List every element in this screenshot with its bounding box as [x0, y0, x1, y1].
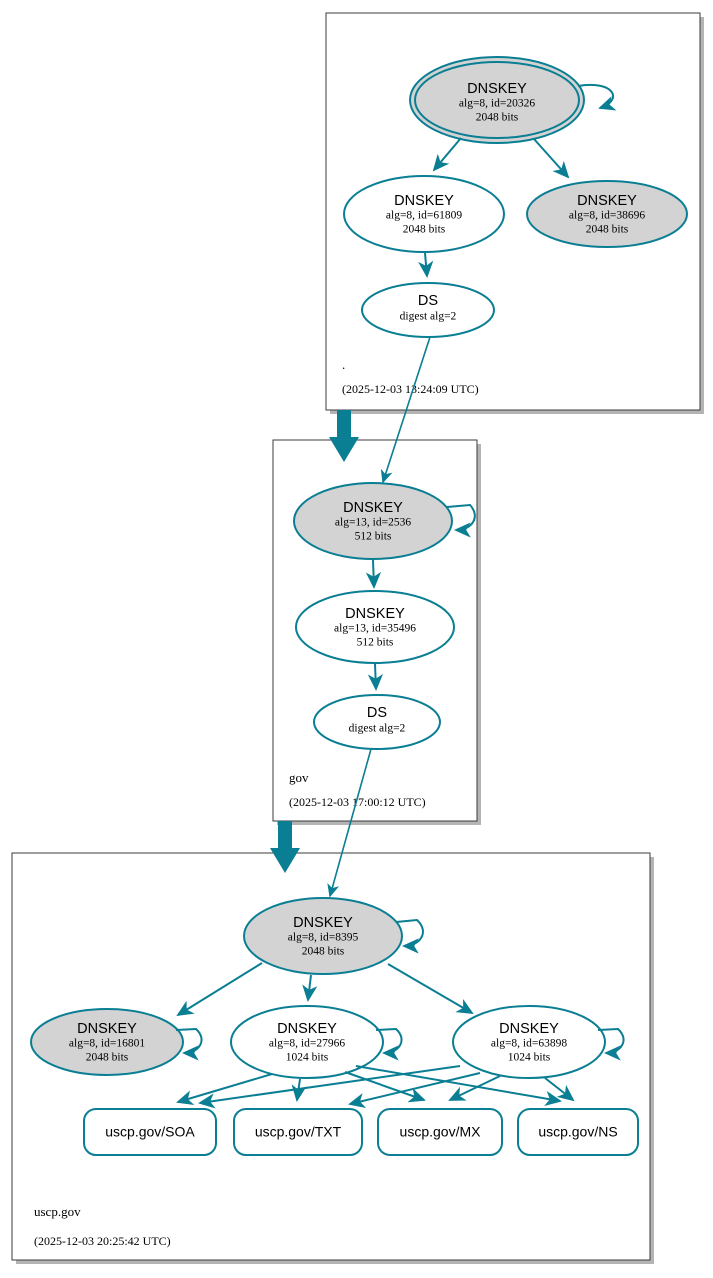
- edge-63898-to-ns: [544, 1077, 575, 1102]
- node-root-zsk[interactable]: DNSKEY alg=8, id=61809 2048 bits: [343, 175, 505, 253]
- ds-link-root-to-gov: [380, 336, 431, 484]
- node-line2: alg=8, id=8395: [288, 932, 359, 944]
- node-line2: alg=8, id=63898: [491, 1038, 567, 1050]
- node-title: DNSKEY: [277, 1021, 337, 1037]
- self-sign-loop-key-16801: [175, 1027, 203, 1061]
- node-line3: 2048 bits: [476, 112, 519, 124]
- zone-gov-timestamp: (2025-12-03 17:00:12 UTC): [289, 795, 426, 809]
- zone-root-label: .: [342, 357, 345, 372]
- node-line2: alg=8, id=20326: [459, 98, 535, 110]
- node-line3: 2048 bits: [403, 224, 446, 236]
- edge-ksk-to-16801: [176, 962, 263, 1017]
- edge-63898-to-soa: [198, 1065, 461, 1109]
- self-sign-loop-key-63898: [597, 1027, 625, 1061]
- node-root-ds[interactable]: DS digest alg=2: [361, 282, 495, 338]
- node-line2: digest alg=2: [349, 723, 406, 735]
- edge-27966-to-soa: [176, 1073, 273, 1106]
- record-mx[interactable]: uscp.gov/MX: [377, 1108, 503, 1156]
- edge-root-ksk-to-zsk: [432, 137, 462, 172]
- record-label: uscp.gov/TXT: [255, 1124, 342, 1140]
- zone-gov-label: gov: [289, 770, 309, 785]
- record-label: uscp.gov/MX: [400, 1124, 482, 1140]
- edge-root-zsk-to-ds: [418, 252, 434, 278]
- node-line2: alg=8, id=27966: [269, 1038, 345, 1050]
- node-root-alt-key[interactable]: DNSKEY alg=8, id=38696 2048 bits: [526, 180, 688, 248]
- record-label: uscp.gov/NS: [538, 1124, 617, 1140]
- node-title: DNSKEY: [293, 915, 353, 931]
- edge-27966-to-ns: [355, 1065, 562, 1106]
- ds-link-gov-to-uscpgov: [327, 748, 372, 898]
- record-ns[interactable]: uscp.gov/NS: [517, 1108, 639, 1156]
- edge-63898-to-mx: [448, 1075, 501, 1101]
- node-title: DNSKEY: [499, 1021, 559, 1037]
- node-line3: 2048 bits: [302, 946, 345, 958]
- node-uscp-key-63898[interactable]: DNSKEY alg=8, id=63898 1024 bits: [452, 1005, 606, 1079]
- node-root-ksk[interactable]: DNSKEY alg=8, id=20326 2048 bits: [409, 56, 585, 144]
- edge-gov-zsk-to-ds: [367, 663, 384, 691]
- zone-uscpgov-timestamp: (2025-12-03 20:25:42 UTC): [34, 1234, 171, 1248]
- zone-root-timestamp: (2025-12-03 13:24:09 UTC): [342, 382, 479, 396]
- node-title: DNSKEY: [467, 81, 527, 97]
- zone-gov: DNSKEY alg=13, id=2536 512 bits DNSKEY a…: [272, 439, 481, 825]
- node-uscp-ksk[interactable]: DNSKEY alg=8, id=8395 2048 bits: [243, 897, 403, 975]
- delegation-arrow-gov-to-uscpgov: [270, 821, 300, 873]
- zone-uscpgov-label: uscp.gov: [34, 1204, 81, 1219]
- node-line3: 512 bits: [355, 531, 392, 543]
- node-title: DNSKEY: [343, 500, 403, 516]
- edge-root-ksk-to-alt: [533, 138, 570, 179]
- self-sign-loop-uscp-ksk: [395, 918, 424, 954]
- node-gov-zsk[interactable]: DNSKEY alg=13, id=35496 512 bits: [295, 590, 455, 664]
- self-sign-loop-key-27966: [375, 1027, 403, 1061]
- record-txt[interactable]: uscp.gov/TXT: [233, 1108, 363, 1156]
- zone-root: DNSKEY alg=8, id=20326 2048 bits DNSKEY …: [325, 12, 704, 414]
- node-title: DNSKEY: [77, 1021, 137, 1037]
- delegation-arrow-root-to-gov: [329, 410, 359, 462]
- node-line3: 1024 bits: [508, 1052, 551, 1064]
- node-uscp-key-27966[interactable]: DNSKEY alg=8, id=27966 1024 bits: [230, 1005, 384, 1079]
- node-title: DNSKEY: [394, 193, 454, 209]
- self-sign-loop-root-ksk: [577, 83, 617, 111]
- node-line2: alg=13, id=2536: [335, 517, 411, 529]
- node-line3: 2048 bits: [586, 224, 629, 236]
- self-sign-loop-gov-ksk: [446, 503, 476, 538]
- node-uscp-key-16801[interactable]: DNSKEY alg=8, id=16801 2048 bits: [30, 1008, 184, 1076]
- node-gov-ksk[interactable]: DNSKEY alg=13, id=2536 512 bits: [293, 482, 453, 560]
- record-label: uscp.gov/SOA: [105, 1124, 195, 1140]
- node-line3: 1024 bits: [286, 1052, 329, 1064]
- edge-63898-to-txt: [348, 1072, 481, 1108]
- node-title: DS: [418, 293, 438, 309]
- node-title: DNSKEY: [577, 193, 637, 209]
- node-line2: alg=8, id=38696: [569, 210, 645, 222]
- node-line3: 512 bits: [357, 637, 394, 649]
- node-line3: 2048 bits: [86, 1052, 129, 1064]
- node-title: DS: [367, 705, 387, 721]
- zone-uscpgov: DNSKEY alg=8, id=8395 2048 bits DNSKEY a…: [11, 852, 654, 1264]
- edge-27966-to-mx: [344, 1071, 426, 1103]
- node-gov-ds[interactable]: DS digest alg=2: [313, 694, 441, 750]
- node-line2: alg=8, id=16801: [69, 1038, 145, 1050]
- node-line2: alg=8, id=61809: [386, 210, 462, 222]
- edge-ksk-to-63898: [387, 963, 474, 1015]
- edge-ksk-to-27966: [302, 974, 318, 1002]
- edge-gov-ksk-to-zsk: [365, 559, 382, 589]
- node-line2: alg=13, id=35496: [334, 623, 416, 635]
- node-line2: digest alg=2: [400, 311, 457, 323]
- node-title: DNSKEY: [345, 606, 405, 622]
- record-soa[interactable]: uscp.gov/SOA: [83, 1108, 217, 1156]
